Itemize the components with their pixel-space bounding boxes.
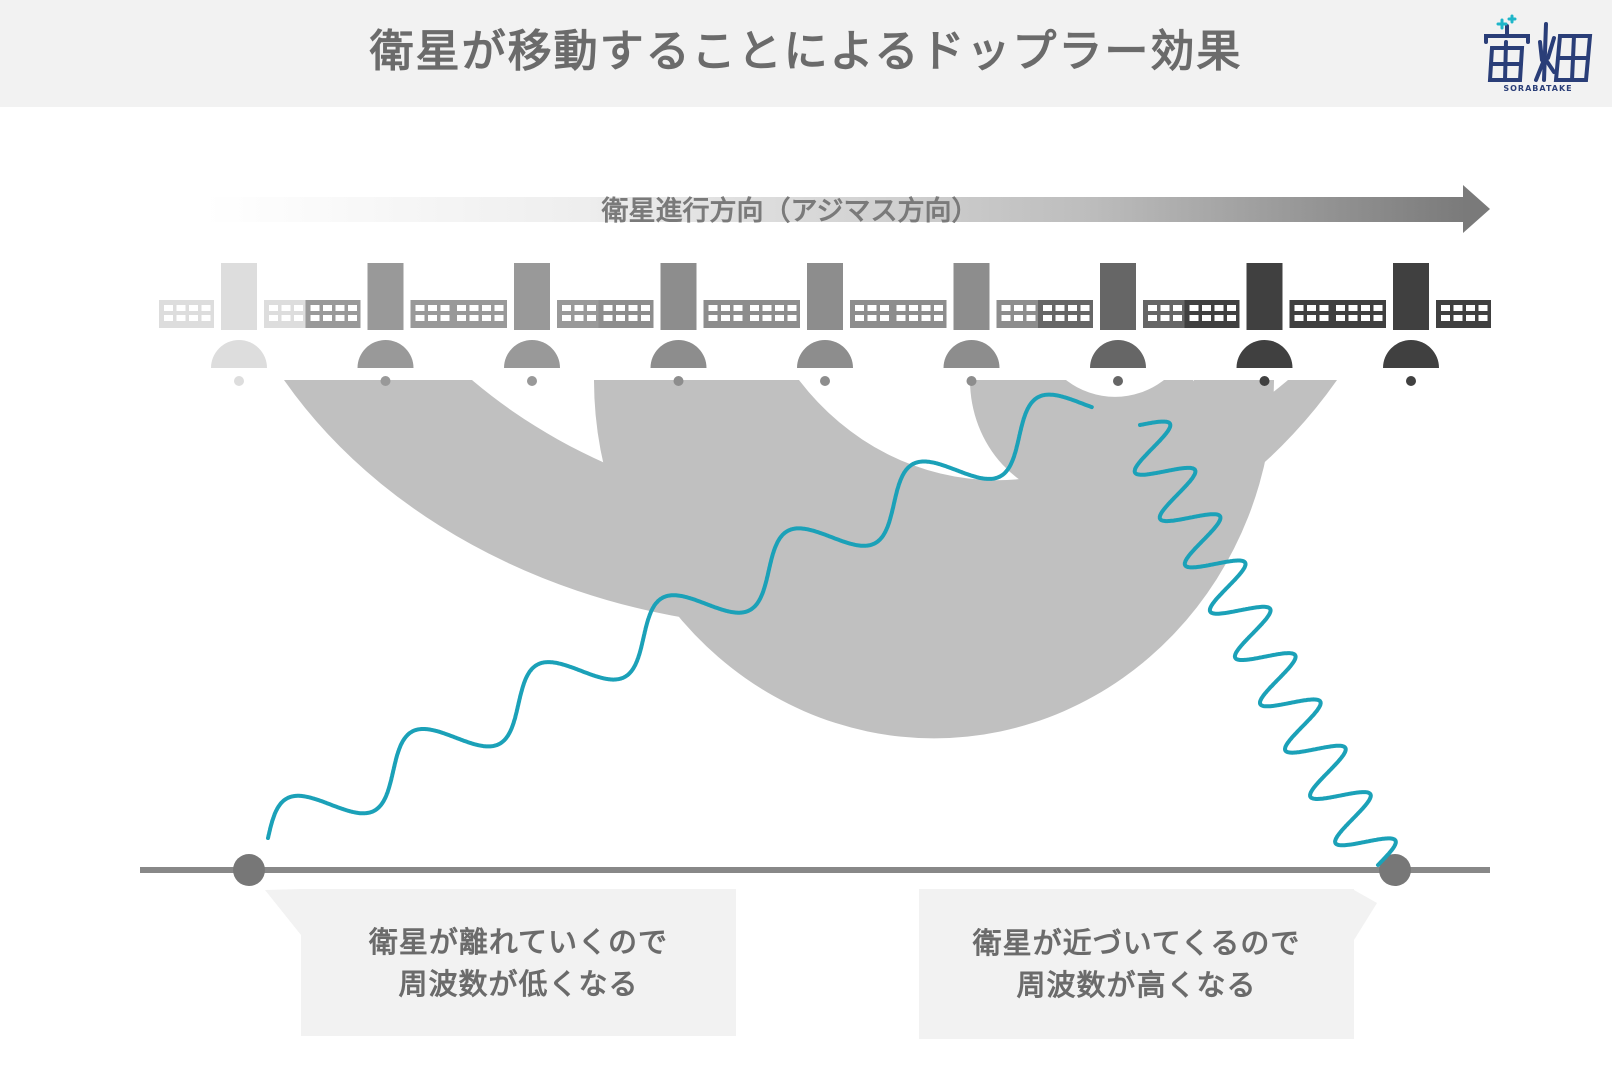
satellite-5: [745, 263, 905, 386]
page-title: 衛星が移動することによるドップラー効果: [369, 26, 1243, 77]
sorabatake-logo-icon: [1484, 14, 1593, 82]
satellite-7: [1038, 263, 1198, 386]
satellite-6: [891, 263, 1052, 386]
wavefront-rings: [284, 380, 1337, 739]
signal-wave-high-frequency: [1132, 419, 1398, 867]
callout-moving-away: 衛星が離れていくので 周波数が低くなる: [301, 889, 736, 1036]
callout-right-line-1: 衛星が近づいてくるので: [972, 926, 1301, 960]
direction-label: 衛星進行方向（アジマス方向）: [601, 195, 979, 227]
satellite-1: [159, 263, 319, 386]
satellite-3: [452, 263, 612, 386]
direction-arrow: [205, 185, 1490, 233]
callout-right-pointer: [1354, 890, 1377, 940]
callout-approaching: 衛星が近づいてくるので 周波数が高くなる: [919, 889, 1354, 1039]
signal-wave-low-frequency: [266, 392, 1094, 840]
satellite-9: [1331, 263, 1491, 386]
callout-left-line-1: 衛星が離れていくので: [368, 924, 669, 959]
ground-station-right: [1379, 854, 1411, 886]
callout-left-pointer: [265, 889, 301, 935]
header-bar: [0, 0, 1612, 107]
callout-left-line-2: 周波数が低くなる: [398, 966, 639, 1001]
callout-right-line-2: 周波数が高くなる: [1016, 968, 1257, 1002]
satellites: [159, 263, 1491, 386]
satellite-4: [598, 263, 759, 386]
satellite-2: [305, 263, 466, 386]
logo-subtext: SORABATAKE: [1503, 84, 1573, 93]
satellite-8: [1184, 263, 1345, 386]
ground-station-left: [233, 854, 265, 886]
